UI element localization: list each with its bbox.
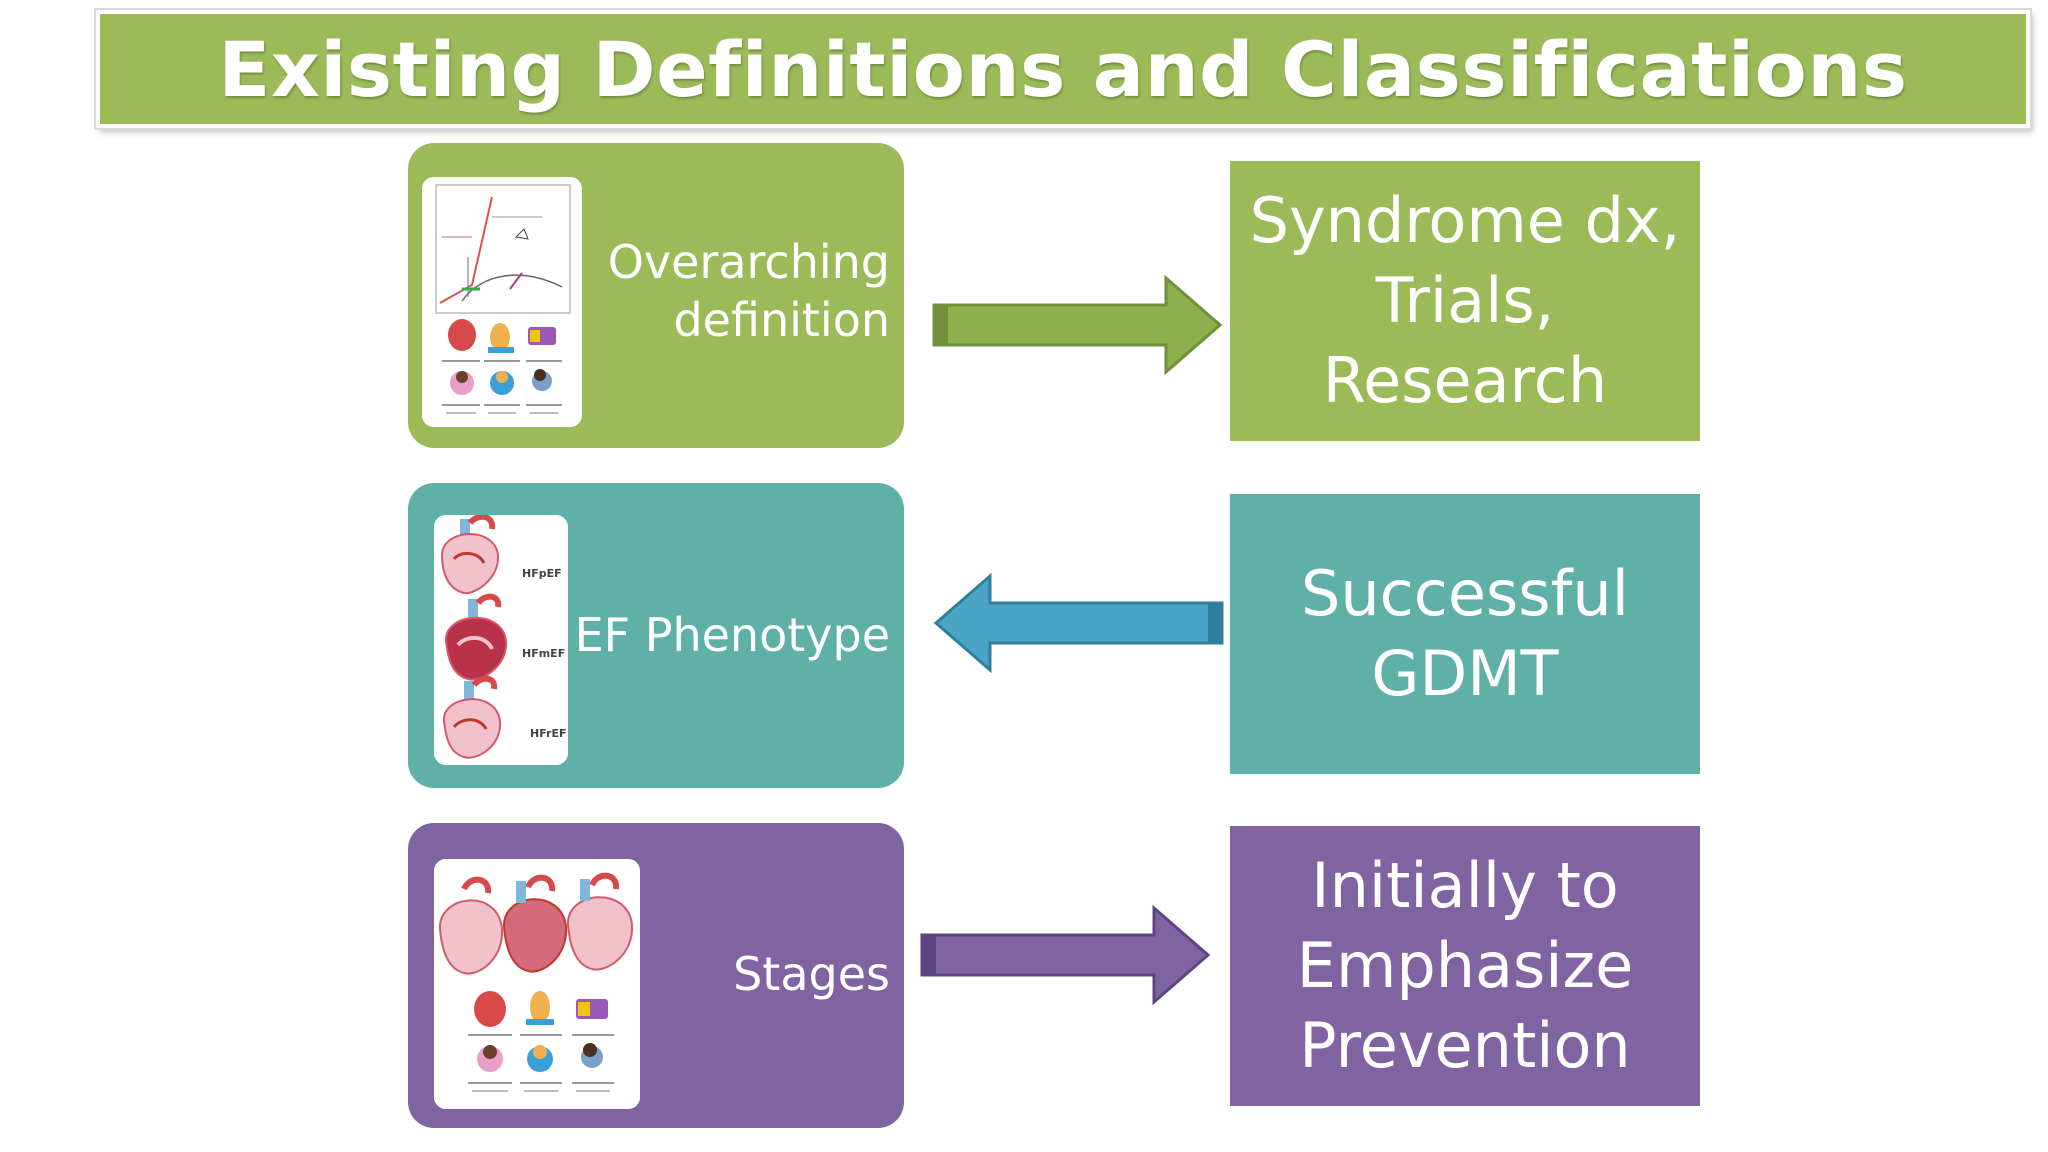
syndrome-trials-research-box: Syndrome dx, Trials, Research <box>1230 161 1700 441</box>
slide-title: Existing Definitions and Classifications <box>218 24 1908 114</box>
overarching-definition-label: Overarching definition <box>608 233 890 349</box>
successful-gdmt-box: Successful GDMT <box>1230 494 1700 774</box>
ef-phenotype-card: HFpEF HFmEF HFrEF EF Phenotype <box>408 483 904 788</box>
stages-text: Stages <box>733 947 890 1001</box>
syndrome-trials-research-text: Syndrome dx, Trials, Research <box>1249 184 1681 417</box>
hfpef-label: HFpEF <box>522 567 562 580</box>
stages-card: Stages <box>408 823 904 1128</box>
stages-hearts-symptoms-image <box>434 859 640 1109</box>
prevention-text: Initially to Emphasize Prevention <box>1296 849 1634 1082</box>
hfmef-label: HFmEF <box>522 647 565 660</box>
ef-phenotype-label: EF Phenotype <box>575 606 890 664</box>
right-arrow-purple <box>918 900 1214 1010</box>
right-arrow-green <box>930 270 1226 380</box>
overarching-definition-card: Overarching definition <box>408 143 904 448</box>
overarching-definition-text: Overarching definition <box>607 235 890 347</box>
prevention-box: Initially to Emphasize Prevention <box>1230 826 1700 1106</box>
left-arrow-teal <box>930 568 1226 678</box>
stages-label: Stages <box>733 945 890 1003</box>
ef-phenotype-text: EF Phenotype <box>574 608 890 662</box>
hf-phenotype-hearts-image: HFpEF HFmEF HFrEF <box>434 515 568 765</box>
successful-gdmt-text: Successful GDMT <box>1301 557 1629 710</box>
pressure-volume-symptoms-image <box>422 177 582 427</box>
hfref-label: HFrEF <box>530 727 566 740</box>
title-banner: Existing Definitions and Classifications <box>96 10 2030 128</box>
